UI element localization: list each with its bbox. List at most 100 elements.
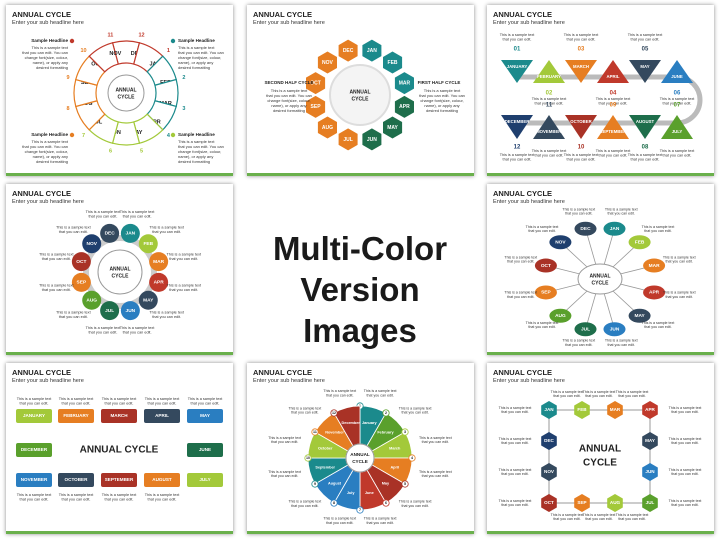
sample-text: that you can edit. [631, 38, 660, 42]
month-label: OCTOBER [65, 477, 89, 482]
month-label: FEB [143, 241, 153, 247]
slide-accent-bar [6, 531, 233, 534]
thumbnail-slide-3[interactable]: ANNUAL CYCLE Enter your sub headline her… [487, 5, 714, 176]
number-dot [382, 499, 390, 507]
sample-text: This is a sample text [56, 226, 92, 230]
number-dot [408, 454, 416, 462]
thumbnail-slide-5[interactable]: ANNUAL CYCLE Enter your sub headline her… [487, 184, 714, 355]
sample-text: This is a sample text [628, 33, 664, 37]
thumbnail-slide-7[interactable]: ANNUAL CYCLE Enter your sub headline her… [247, 363, 474, 534]
sample-text: name), or apply any [178, 154, 213, 159]
sample-text: This is a sample text [39, 284, 75, 288]
center-label: CYCLE [118, 94, 136, 100]
sample-text: change font(size, colour, [178, 55, 221, 60]
sample-text: that you can edit. [326, 393, 353, 397]
sample-text: This is a sample text [499, 437, 532, 441]
sample-text: that you can edit. [501, 503, 528, 507]
month-label: FEB [577, 407, 587, 412]
month-label: JAN [367, 48, 377, 54]
sample-text: that you can edit. You can [178, 144, 224, 149]
month-box [101, 409, 137, 423]
sample-text: This is a sample text [669, 499, 702, 503]
sample-text: This is a sample text [39, 252, 75, 256]
month-number: 03 [578, 47, 585, 53]
month-triangle [629, 60, 661, 83]
month-petal [100, 301, 120, 321]
month-label: NOV [109, 51, 121, 57]
thumbnail-slide-6[interactable]: ANNUAL CYCLE Enter your sub headline her… [6, 363, 233, 534]
thumbnail-slide-8[interactable]: ANNUAL CYCLE Enter your sub headline her… [487, 363, 714, 534]
thumbnail-slide-1[interactable]: ANNUAL CYCLE Enter your sub headline her… [6, 5, 233, 176]
sample-text: This is a sample text [17, 493, 53, 497]
sample-text: that you can edit. [553, 394, 580, 398]
sample-text: desired formatting [426, 108, 458, 113]
month-number: 11 [108, 32, 114, 38]
sample-text: This is a sample text [399, 500, 432, 504]
month-label: MAR [649, 263, 660, 269]
month-box [144, 473, 180, 487]
month-label: AUG [555, 313, 566, 319]
month-label: JAN [126, 231, 136, 237]
sample-text: desired formatting [36, 65, 68, 70]
month-label: APR [649, 290, 660, 296]
sample-text: This is a sample text [526, 225, 559, 229]
headline-dot [69, 38, 75, 44]
center-label: ANNUAL [349, 89, 370, 95]
slide-subtitle: Enter your sub headline here [12, 20, 84, 26]
month-label: FEB [635, 239, 645, 245]
month-hexagon [541, 432, 557, 450]
month-number: 4 [411, 456, 413, 460]
sample-text: This is a sample text [562, 339, 595, 343]
center-oval [577, 263, 623, 295]
sample-text: that you can edit. [528, 229, 555, 233]
sample-text: This is a sample text [166, 252, 202, 256]
month-oval [574, 322, 597, 337]
month-hexagon [574, 401, 590, 419]
slide-subtitle: Enter your sub headline here [12, 378, 84, 384]
month-oval [549, 235, 572, 250]
month-box [16, 443, 52, 457]
slide-accent-bar [487, 531, 714, 534]
month-number: 7 [82, 133, 85, 139]
sample-text: that you can edit. [599, 102, 628, 106]
sample-headline: Sample Headline [178, 38, 215, 43]
month-box [187, 409, 223, 423]
sample-text: This is a sample text [669, 406, 702, 410]
month-label: OCT [76, 259, 86, 265]
thumbnail-slide-4[interactable]: ANNUAL CYCLE Enter your sub headline her… [6, 184, 233, 355]
month-arrow [394, 95, 414, 118]
sample-text: This is a sample text [32, 139, 69, 144]
sample-text: desired formatting [36, 159, 68, 164]
month-label: NOV [544, 469, 555, 474]
half-cycle-heading: SECOND HALF CYCLE [264, 80, 313, 85]
month-label: JULY [199, 477, 210, 482]
month-arrow [306, 72, 326, 95]
sample-text: that you can edit. [271, 440, 298, 444]
thumbnail-slide-2[interactable]: ANNUAL CYCLE Enter your sub headline her… [247, 5, 474, 176]
month-label: MAR [610, 407, 621, 412]
month-petal [149, 252, 169, 272]
month-number: 08 [642, 145, 649, 151]
slide-accent-bar [247, 173, 474, 176]
sample-text: that you can edit. [507, 295, 534, 299]
sample-text: This is a sample text [56, 310, 92, 314]
month-oval [603, 221, 626, 236]
number-dot [330, 409, 338, 417]
center-label: ANNUAL [109, 266, 130, 272]
month-triangle [565, 115, 597, 139]
month-number: 11 [313, 430, 317, 434]
month-number: 3 [404, 430, 406, 434]
sample-headline: Sample Headline [31, 132, 68, 137]
sample-text: This is a sample text [178, 139, 215, 144]
sample-text: that you can edit. [618, 517, 645, 521]
month-label: DEC [105, 231, 116, 237]
month-number: 11 [546, 103, 553, 109]
sample-text: This is a sample text [120, 326, 156, 330]
month-petal [120, 301, 140, 321]
slide-title: ANNUAL CYCLE [12, 10, 72, 19]
sample-text: This is a sample text [86, 210, 122, 214]
month-triangle [629, 115, 661, 139]
month-label: DEC [544, 438, 554, 443]
